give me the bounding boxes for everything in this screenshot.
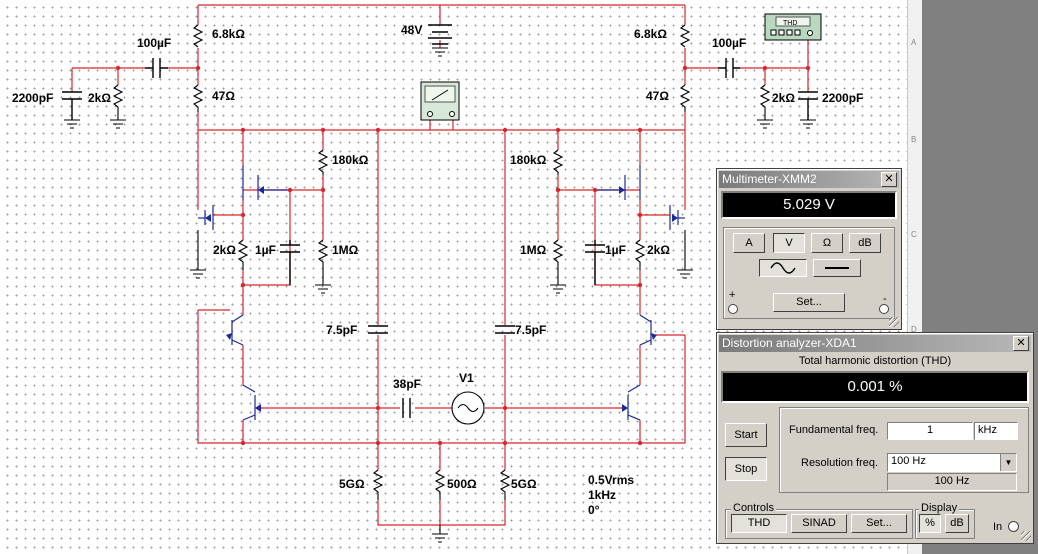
junction-dots — [115, 65, 811, 446]
mode-button-volt[interactable]: V — [773, 233, 805, 253]
chevron-down-icon[interactable]: ▼ — [1000, 454, 1016, 471]
label-r-right-2k: 2kΩ — [647, 243, 670, 257]
mode-button-db[interactable]: dB — [849, 233, 881, 253]
label-src-amp: 0.5Vrms — [588, 473, 634, 487]
close-icon[interactable]: ✕ — [881, 172, 897, 187]
label-r-500: 500Ω — [447, 477, 477, 491]
dc-line-icon — [825, 267, 849, 269]
controls-group-label: Controls — [731, 502, 776, 514]
label-supply: 48V — [401, 23, 422, 37]
transistor-arrows — [205, 186, 678, 412]
thd-mode-button[interactable]: THD — [731, 514, 787, 533]
multimeter-mode-panel — [723, 227, 895, 319]
multimeter-probe-symbol — [420, 81, 460, 121]
label-c-left-1u: 1µF — [255, 243, 276, 257]
label-r-right-top: 6.8kΩ — [634, 27, 667, 41]
input-terminal-icon[interactable] — [1008, 521, 1019, 532]
label-r-right-180k: 180kΩ — [510, 153, 547, 167]
label-r-5g-left: 5GΩ — [339, 477, 365, 491]
thd-reading: 0.001 % — [847, 378, 903, 395]
resistors — [112, 24, 771, 500]
ruler-mark: C — [911, 230, 917, 239]
label-c-left-load: 2200pF — [12, 91, 53, 105]
label-r-left-top: 6.8kΩ — [212, 27, 245, 41]
percent-display-button[interactable]: % — [919, 514, 941, 533]
label-r-right-load: 2kΩ — [772, 91, 795, 105]
label-c-left-7p5: 7.5pF — [326, 323, 357, 337]
transistor-leads — [198, 165, 685, 421]
multimeter-title: Multimeter-XMM2 — [722, 172, 817, 186]
thd-badge: THD — [783, 20, 797, 27]
controls-group — [725, 509, 913, 539]
thd-display: 0.001 % — [721, 371, 1029, 403]
distortion-set-button[interactable]: Set... — [851, 514, 907, 533]
label-r-right-1m: 1MΩ — [520, 243, 547, 257]
label-r-left-180k: 180kΩ — [332, 153, 369, 167]
fundamental-freq-label: Fundamental freq. — [789, 424, 879, 436]
positive-terminal-label: + — [729, 289, 736, 301]
label-r-left-47: 47Ω — [212, 89, 235, 103]
distortion-analyzer-window[interactable]: Distortion analyzer-XDA1 ✕ Total harmoni… — [716, 332, 1034, 544]
label-v1: V1 — [459, 371, 474, 385]
ac-source-v1 — [451, 391, 485, 425]
distortion-titlebar[interactable]: Distortion analyzer-XDA1 ✕ — [719, 335, 1031, 352]
multimeter-set-button[interactable]: Set... — [773, 293, 845, 312]
ruler-mark: B — [911, 135, 917, 144]
resize-grip-icon[interactable] — [1021, 531, 1031, 541]
resize-grip-icon[interactable] — [889, 317, 899, 327]
input-terminal-label: In — [993, 521, 1003, 533]
sinad-mode-button[interactable]: SINAD — [791, 514, 847, 533]
dc-mode-button[interactable] — [813, 259, 861, 277]
label-src-freq: 1kHz — [588, 488, 616, 502]
positive-terminal-icon[interactable] — [728, 304, 738, 314]
ground-symbols — [64, 47, 816, 543]
thd-instrument-symbol — [764, 13, 822, 41]
fundamental-unit-field[interactable]: kHz — [974, 422, 1018, 440]
close-icon[interactable]: ✕ — [1013, 336, 1029, 351]
sine-wave-icon — [770, 262, 796, 274]
label-r-right-47: 47Ω — [646, 89, 669, 103]
resolution-freq-value: 100 Hz — [891, 455, 926, 467]
label-c-right-7p5: 7.5pF — [515, 323, 546, 337]
circuit-schematic[interactable]: THD 6.8kΩ 100µF 48V 6.8kΩ 100µF 2200pF 2… — [0, 0, 907, 554]
capacitors — [62, 24, 818, 418]
freq-settings-panel — [779, 407, 1029, 493]
ruler-mark: A — [911, 38, 917, 47]
mode-button-ohm[interactable]: Ω — [811, 233, 843, 253]
display-group-label: Display — [919, 502, 960, 514]
multimeter-reading: 5.029 V — [783, 196, 835, 213]
label-src-phase: 0° — [588, 503, 600, 517]
resolution-freq-select[interactable]: 100 Hz ▼ — [887, 453, 1017, 472]
label-c-38p: 38pF — [393, 377, 421, 391]
label-c-left-coupling: 100µF — [137, 36, 171, 50]
fundamental-freq-input[interactable]: 1 — [887, 422, 973, 440]
ac-mode-button[interactable] — [759, 259, 807, 277]
multimeter-titlebar[interactable]: Multimeter-XMM2 ✕ — [719, 171, 899, 188]
negative-terminal-label: - — [883, 293, 887, 305]
resolution-readout: 100 Hz — [887, 473, 1017, 491]
label-r-left-1m: 1MΩ — [332, 243, 359, 257]
ruler-mark: D — [911, 325, 917, 334]
distortion-title: Distortion analyzer-XDA1 — [722, 336, 857, 350]
label-r-left-2k: 2kΩ — [213, 243, 236, 257]
label-c-right-1u: 1µF — [605, 243, 626, 257]
stop-button[interactable]: Stop — [725, 457, 767, 481]
negative-terminal-icon[interactable] — [879, 304, 889, 314]
label-r-5g-right: 5GΩ — [511, 477, 537, 491]
db-display-button[interactable]: dB — [945, 514, 969, 533]
thd-subtitle: Total harmonic distortion (THD) — [798, 355, 952, 367]
label-c-right-load: 2200pF — [822, 91, 863, 105]
label-c-right-coupling: 100µF — [712, 36, 746, 50]
start-button[interactable]: Start — [725, 423, 767, 447]
multimeter-window[interactable]: Multimeter-XMM2 ✕ 5.029 V A V Ω dB Set..… — [716, 168, 902, 330]
label-r-left-load: 2kΩ — [88, 91, 111, 105]
mode-button-ampere[interactable]: A — [733, 233, 765, 253]
resolution-freq-label: Resolution freq. — [801, 457, 879, 469]
red-wires — [71, 4, 809, 526]
multimeter-display: 5.029 V — [721, 191, 897, 219]
